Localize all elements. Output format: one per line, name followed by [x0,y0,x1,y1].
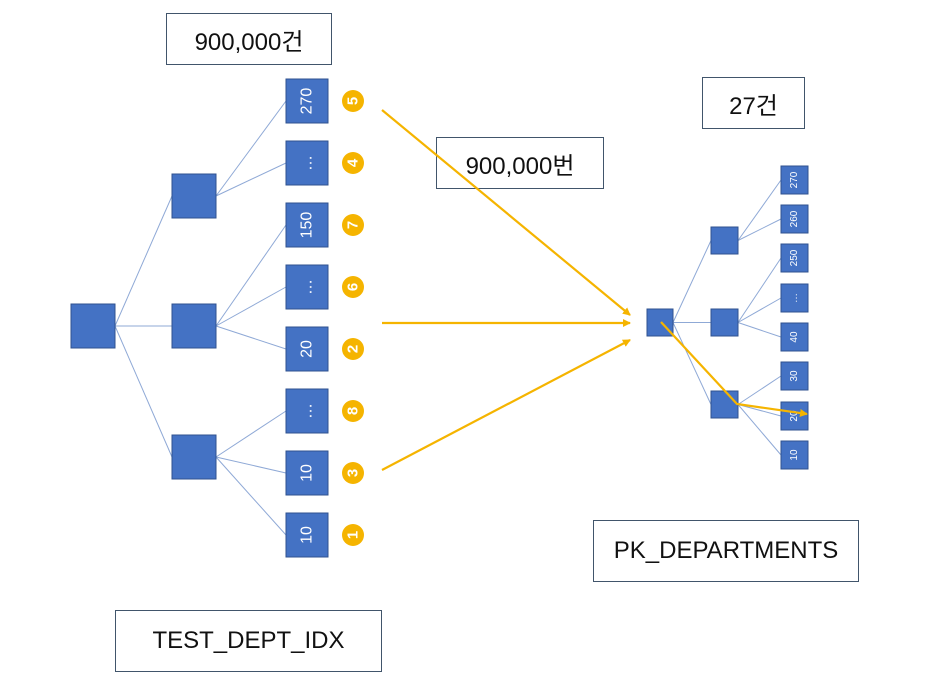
right-branch-to-leaf-edge [737,297,782,323]
right-leaf-value: 270 [789,171,800,188]
lookup-arrows [381,109,808,471]
right-branch-to-leaf-edge [737,404,782,417]
left-index-name: TEST_DEPT_IDX [115,610,382,672]
branch-to-leaf-edge [215,325,287,350]
left-leaf-node [285,140,329,186]
lookup-arrow-bottom [381,339,631,471]
order-badge [342,462,364,484]
order-badge [342,524,364,546]
branch-to-leaf-edge [215,456,287,474]
branch-to-leaf-edge [215,162,287,197]
right-branch-to-leaf-edge [737,179,782,241]
branch-to-leaf-edge [215,100,287,197]
right-root-to-branch-edge [672,322,712,405]
left-leaf-value: … [299,403,316,419]
left-leaf-value: 10 [299,464,316,482]
right-leaf-node [780,204,809,234]
root-to-branch-edge [114,195,173,327]
left-leaf-value: 150 [299,212,316,239]
left-leaf-value: … [299,279,316,295]
right-leaf-value: 30 [789,370,800,382]
left-count-label: 900,000건 [166,13,332,65]
right-leaf-value: 20 [789,410,800,422]
right-index-name: PK_DEPARTMENTS [593,520,859,582]
order-badge [342,338,364,360]
left-branch-node [171,173,217,219]
right-branch-to-leaf-edge [737,218,782,241]
right-branch-to-leaf-edge [737,375,782,405]
left-leaf-value: 10 [299,526,316,544]
left-leaf-node [285,512,329,558]
right-branch-to-leaf-edge [737,404,782,456]
branch-to-leaf-edge [215,224,287,327]
right-branch-to-leaf-edge [737,257,782,323]
right-branch-node [710,390,739,419]
right-leaf-value: 250 [789,249,800,266]
right-leaf-node [780,361,809,391]
left-root-node [70,303,116,349]
right-branch-node [710,308,739,337]
right-leaf-node [780,283,809,313]
order-badge-number: 2 [345,345,362,353]
left-leaf-node [285,450,329,496]
order-badge-number: 5 [345,97,362,105]
order-badge-number: 7 [345,221,362,229]
left-branch-node [171,434,217,480]
tree-nodes: 270 5 … 4 150 7 … 6 20 2 … 8 10 3 10 1 270 260 250 … 40 30 20 1… [70,78,809,558]
root-to-branch-edge [114,325,173,458]
right-leaf-value: 40 [789,331,800,343]
branch-to-leaf-edge [215,456,287,536]
right-leaf-node [780,322,809,352]
left-leaf-value: 270 [299,88,316,115]
order-badge-number: 6 [345,283,362,291]
right-branch-node [710,226,739,255]
right-leaf-node [780,243,809,273]
left-leaf-value: 20 [299,340,316,358]
order-badge-number: 3 [345,469,362,477]
left-leaf-node [285,326,329,372]
order-badge [342,90,364,112]
left-leaf-node [285,388,329,434]
right-root-to-branch-edge [672,240,712,323]
access-count-label: 900,000번 [436,137,604,189]
right-branch-to-leaf-edge [737,322,782,338]
right-count-label: 27건 [702,77,805,129]
order-badge-number: 1 [345,531,362,539]
left-leaf-node [285,264,329,310]
order-badge [342,214,364,236]
left-leaf-node [285,202,329,248]
order-badge-number: 4 [345,158,362,167]
left-branch-node [171,303,217,349]
right-leaf-value: 260 [789,210,800,227]
right-leaf-value: … [789,293,800,303]
left-leaf-node [285,78,329,124]
order-badge [342,400,364,422]
order-badge [342,152,364,174]
right-leaf-value: 10 [789,449,800,461]
order-badge-number: 8 [345,407,362,415]
right-leaf-node [780,165,809,195]
left-leaf-value: … [299,155,316,171]
lookup-path-right-tree [660,321,808,417]
lookup-arrow-top [381,109,631,316]
branch-to-leaf-edge [215,410,287,458]
branch-to-leaf-edge [215,286,287,327]
order-badge [342,276,364,298]
tree-edges [114,100,782,536]
right-leaf-node [780,440,809,470]
